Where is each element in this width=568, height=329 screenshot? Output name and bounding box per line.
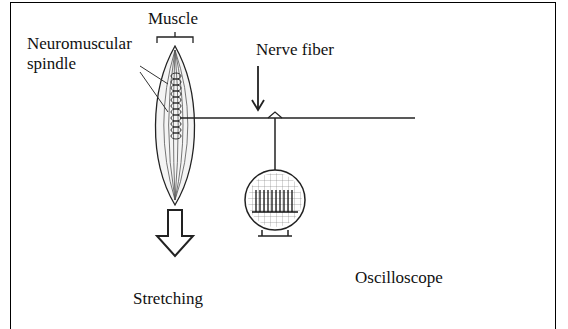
part-label: Neuromuscular spindle bbox=[27, 34, 145, 73]
leader-line bbox=[140, 66, 168, 112]
muscle-outline bbox=[155, 46, 194, 205]
spike bbox=[271, 190, 272, 212]
oscilloscope-stand bbox=[258, 230, 292, 236]
action-potentials bbox=[252, 190, 298, 212]
spindle-coil bbox=[171, 127, 181, 133]
oscilloscope-bezel bbox=[245, 170, 305, 230]
spindle-coil bbox=[171, 121, 181, 127]
probe-tip bbox=[268, 112, 282, 118]
spindle-coil bbox=[171, 97, 181, 103]
muscle-fiber bbox=[175, 50, 178, 200]
spindle-coil bbox=[171, 73, 181, 79]
muscle-fibers bbox=[164, 50, 188, 200]
muscle-fiber bbox=[164, 50, 175, 200]
spindle-coil bbox=[171, 79, 181, 85]
spindle-coil bbox=[171, 115, 181, 121]
spindle-coil bbox=[171, 85, 181, 91]
spike bbox=[287, 190, 288, 212]
spike bbox=[291, 190, 292, 212]
spike bbox=[267, 190, 268, 212]
oscilloscope-grid bbox=[245, 170, 305, 230]
spindle-coil bbox=[171, 133, 181, 139]
part-label: Nerve fiber bbox=[256, 40, 334, 60]
stretch-arrow bbox=[157, 210, 193, 256]
spindle-coils bbox=[171, 73, 181, 139]
probe-line bbox=[274, 118, 276, 170]
muscle-fiber bbox=[173, 50, 175, 200]
muscle-fiber bbox=[169, 50, 175, 200]
part-label: Oscilloscope bbox=[355, 268, 443, 288]
bracket bbox=[157, 32, 193, 43]
baseline bbox=[252, 211, 298, 212]
nerve-fiber-line bbox=[180, 117, 415, 119]
spike bbox=[279, 190, 280, 212]
spindle-coil bbox=[171, 103, 181, 109]
spindle-coil bbox=[171, 91, 181, 97]
spike bbox=[283, 190, 284, 212]
spike bbox=[259, 190, 260, 212]
spindle-coil bbox=[171, 109, 181, 115]
spike bbox=[263, 190, 264, 212]
part-label: Muscle bbox=[148, 9, 198, 29]
frame bbox=[11, 3, 556, 329]
pointer-arrow bbox=[252, 66, 264, 110]
spike bbox=[255, 190, 256, 212]
part-label: Stretching bbox=[133, 289, 203, 309]
spike bbox=[275, 190, 276, 212]
muscle-fiber bbox=[175, 50, 188, 200]
